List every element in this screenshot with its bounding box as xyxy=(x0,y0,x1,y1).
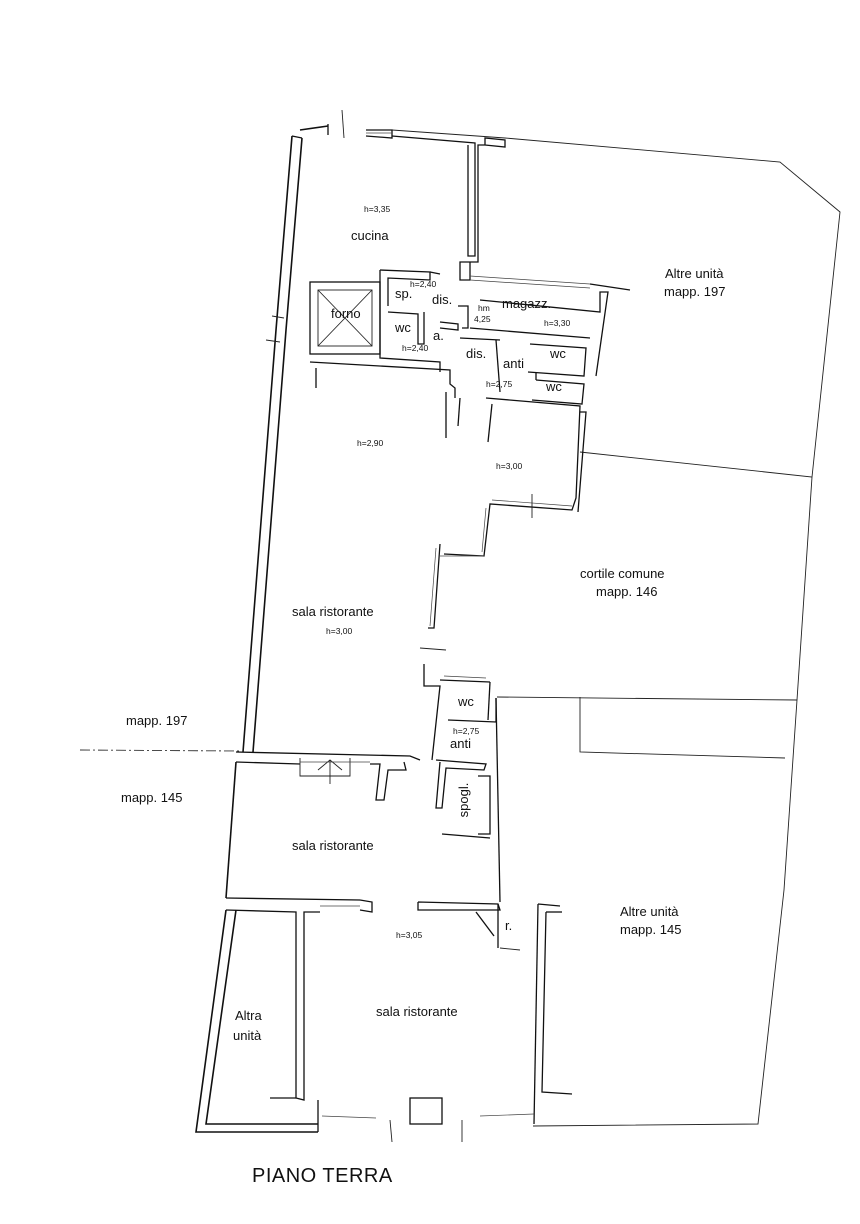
exterior-walls xyxy=(195,124,329,1133)
label-altre-unita-145: Altre unità xyxy=(620,904,679,919)
label-wc-right-1: wc xyxy=(549,346,566,361)
label-mapp-145-unit: mapp. 145 xyxy=(620,922,681,937)
label-sala-bottom: sala ristorante xyxy=(376,1004,458,1019)
property-boundary xyxy=(299,125,841,1127)
label-sala-main: sala ristorante xyxy=(292,604,374,619)
label-forno: forno xyxy=(331,306,361,321)
height-sp: h=2,40 xyxy=(410,279,437,289)
label-cortile-comune: cortile comune xyxy=(580,566,665,581)
upper-hall-walls xyxy=(309,361,587,629)
label-dis-upper: dis. xyxy=(432,292,452,307)
label-cucina: cucina xyxy=(351,228,389,243)
height-upper-sala: h=2,90 xyxy=(357,438,384,448)
label-mapp-146: mapp. 146 xyxy=(596,584,657,599)
height-wc-mid: h=2,75 xyxy=(453,726,480,736)
kitchen-walls xyxy=(365,129,631,291)
height-hm: 4,25 xyxy=(474,314,491,324)
label-anti-upper: anti xyxy=(503,356,524,371)
height-wc-left: h=2,40 xyxy=(402,343,429,353)
label-wc-right-2: wc xyxy=(545,379,562,394)
label-mapp-197-unit: mapp. 197 xyxy=(664,284,725,299)
label-wc-left: wc xyxy=(394,320,411,335)
label-anti-mid: anti xyxy=(450,736,471,751)
label-altre-unita-197: Altre unità xyxy=(665,266,724,281)
height-sala-bottom: h=3,05 xyxy=(396,930,423,940)
room-labels: cucina h=3,35 forno sp. h=2,40 dis. hm 4… xyxy=(233,204,571,1043)
label-hm: hm xyxy=(478,303,490,313)
label-sp: sp. xyxy=(395,286,412,301)
label-dis-lower: dis. xyxy=(466,346,486,361)
plan-title: PIANO TERRA xyxy=(252,1165,393,1187)
section-marks xyxy=(265,109,533,1143)
label-altra-unita-1: Altra xyxy=(235,1008,263,1023)
adjacent-labels: Altre unità mapp. 197 cortile comune map… xyxy=(580,266,725,937)
height-cucina: h=3,35 xyxy=(364,204,391,214)
height-right-sala: h=3,00 xyxy=(496,461,523,471)
height-magazz: h=3,30 xyxy=(544,318,571,328)
middle-service-walls xyxy=(235,664,501,903)
label-altra-unita-2: unità xyxy=(233,1028,262,1043)
label-r: r. xyxy=(505,918,512,933)
label-sala-mid: sala ristorante xyxy=(292,838,374,853)
label-magazz: magazz. xyxy=(502,296,551,311)
label-wc-mid: wc xyxy=(457,694,474,709)
lower-hall-walls xyxy=(225,897,573,1132)
label-spogl: spogl. xyxy=(456,783,471,818)
height-sala-main: h=3,00 xyxy=(326,626,353,636)
service-core-walls xyxy=(309,269,609,405)
height-dis-lower: h=2,75 xyxy=(486,379,513,389)
label-a: a. xyxy=(433,328,444,343)
cadastral-boundary-line xyxy=(79,749,241,752)
label-boundary-mapp-197: mapp. 197 xyxy=(126,713,187,728)
boundary-labels: mapp. 197 mapp. 145 xyxy=(121,713,187,805)
label-boundary-mapp-145: mapp. 145 xyxy=(121,790,182,805)
